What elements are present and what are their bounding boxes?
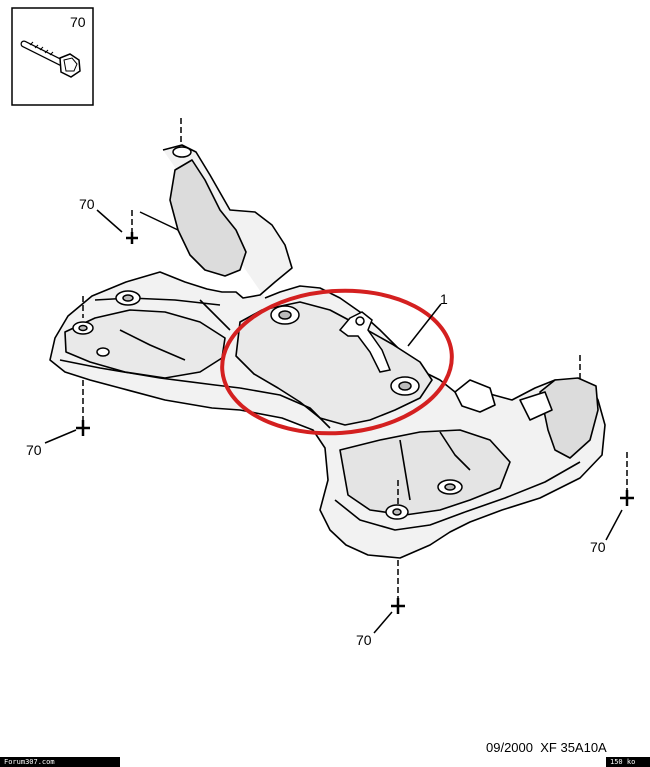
bolt-markers	[44, 118, 634, 634]
mount-holes	[72, 146, 463, 520]
callout-bolt-lower-left: 70	[26, 442, 42, 458]
bracket-part-1	[338, 311, 392, 373]
callout-bolt-bottom: 70	[356, 632, 372, 648]
reference-date: 09/2000	[486, 740, 533, 755]
highlight-ring	[220, 288, 454, 436]
subframe-body	[49, 144, 606, 559]
footer-site: Forum307.com	[4, 758, 55, 766]
screw-icon	[20, 40, 81, 78]
callout-bolt-right: 70	[590, 539, 606, 555]
inset-label: 70	[70, 14, 86, 30]
callout-part-1: 1	[440, 291, 448, 307]
footer-size-bar: 150 ko	[606, 757, 650, 767]
footer-site-bar: Forum307.com	[0, 757, 120, 767]
reference-code: 09/2000 XF 35A10A	[486, 740, 607, 755]
reference-id: XF 35A10A	[540, 740, 607, 755]
footer-size: 150 ko	[610, 758, 636, 766]
screw-inset: 70	[11, 7, 94, 106]
callout-bolt-upper-left: 70	[79, 196, 95, 212]
